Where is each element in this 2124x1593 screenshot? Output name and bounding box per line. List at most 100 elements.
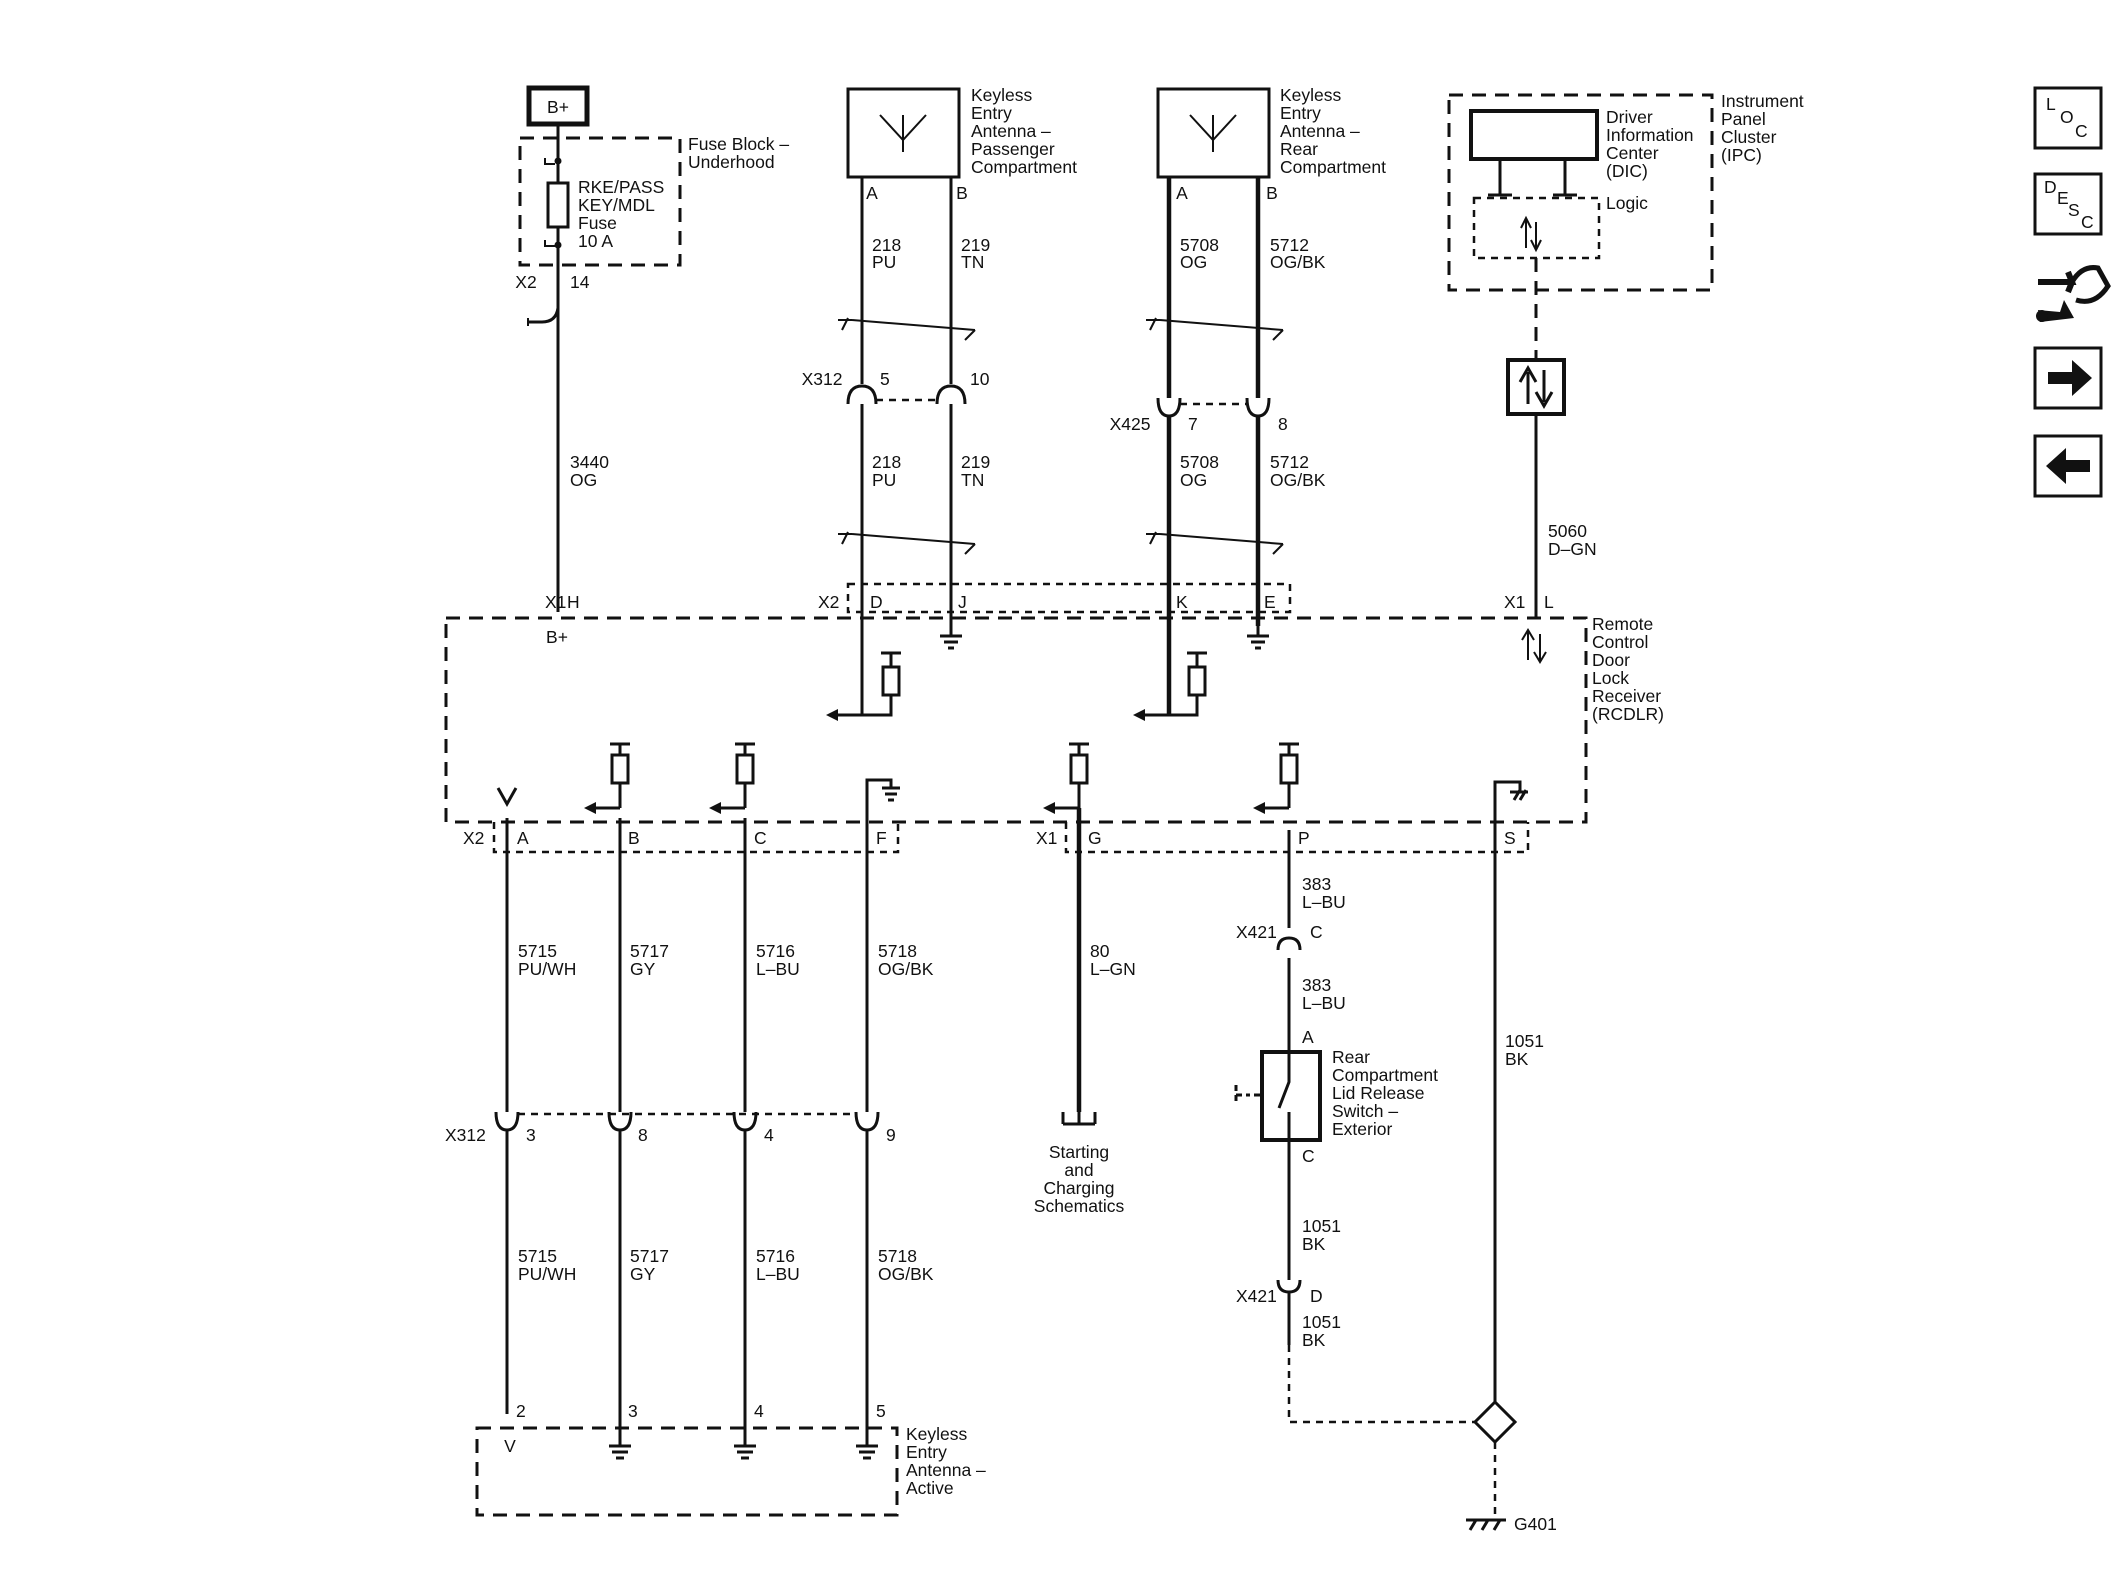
nav-loc-button[interactable]: L O C xyxy=(2033,86,2103,150)
b-plus-supply: B+ xyxy=(526,85,590,140)
svg-text:OG/BK: OG/BK xyxy=(878,1264,934,1284)
svg-text:Entry: Entry xyxy=(971,103,1012,123)
svg-text:1051: 1051 xyxy=(1302,1216,1341,1236)
svg-text:Compartment: Compartment xyxy=(1280,157,1386,177)
svg-text:and: and xyxy=(1064,1160,1093,1180)
svg-text:5716: 5716 xyxy=(756,941,795,961)
previous-page-button[interactable] xyxy=(2033,434,2103,498)
svg-text:PU/WH: PU/WH xyxy=(518,1264,576,1284)
svg-text:Receiver: Receiver xyxy=(1592,686,1661,706)
svg-text:(RCDLR): (RCDLR) xyxy=(1592,704,1664,724)
connector-tool-icon[interactable] xyxy=(2036,265,2111,322)
svg-text:10: 10 xyxy=(970,369,990,389)
svg-text:L: L xyxy=(1544,592,1554,612)
antenna-active: 2 3 4 5 V Keyless Entry Antenna – Active xyxy=(475,1401,986,1517)
instrument-panel-cluster: Instrument Panel Cluster (IPC) Driver In… xyxy=(1447,91,1804,618)
lower-wires-antenna-active: 5715 PU/WH 5717 GY 5716 L–BU 5718 OG/BK … xyxy=(445,818,934,1414)
fuse-block-label-2: Underhood xyxy=(688,152,775,172)
svg-text:Schematics: Schematics xyxy=(1034,1196,1125,1216)
svg-text:PU: PU xyxy=(872,470,896,490)
wire-3440-num: 3440 xyxy=(570,452,609,472)
svg-text:X421: X421 xyxy=(1236,922,1277,942)
svg-text:PU: PU xyxy=(872,252,896,272)
svg-text:B: B xyxy=(956,183,968,203)
svg-text:H: H xyxy=(567,592,580,612)
svg-text:219: 219 xyxy=(961,452,990,472)
svg-text:Exterior: Exterior xyxy=(1332,1119,1392,1139)
fuse-label-4: 10 A xyxy=(578,231,613,251)
svg-text:X425: X425 xyxy=(1110,414,1151,434)
svg-text:B: B xyxy=(1266,183,1278,203)
svg-text:Center: Center xyxy=(1606,143,1659,163)
svg-text:Charging: Charging xyxy=(1043,1178,1114,1198)
svg-text:OG: OG xyxy=(1180,470,1207,490)
svg-text:Switch –: Switch – xyxy=(1332,1101,1398,1121)
svg-text:C: C xyxy=(1310,922,1323,942)
svg-text:5718: 5718 xyxy=(878,941,917,961)
svg-text:Remote: Remote xyxy=(1592,614,1653,634)
svg-text:3: 3 xyxy=(526,1125,536,1145)
svg-text:Cluster: Cluster xyxy=(1721,127,1777,147)
svg-text:Rear: Rear xyxy=(1332,1047,1370,1067)
svg-text:Instrument: Instrument xyxy=(1721,91,1804,111)
svg-text:4: 4 xyxy=(754,1401,764,1421)
svg-text:2: 2 xyxy=(516,1401,526,1421)
antenna-rear-label-1: Keyless xyxy=(1280,85,1342,105)
svg-text:218: 218 xyxy=(872,452,901,472)
svg-text:1051: 1051 xyxy=(1302,1312,1341,1332)
svg-text:L–BU: L–BU xyxy=(1302,892,1346,912)
svg-text:BK: BK xyxy=(1302,1330,1326,1350)
svg-text:A: A xyxy=(866,183,878,203)
b-plus-label: B+ xyxy=(547,97,569,117)
svg-text:TN: TN xyxy=(961,470,984,490)
svg-text:X2: X2 xyxy=(463,828,484,848)
svg-text:5716: 5716 xyxy=(756,1246,795,1266)
svg-text:3: 3 xyxy=(628,1401,638,1421)
svg-text:1051: 1051 xyxy=(1505,1031,1544,1051)
connector-x2-14: X2 14 3440 OG xyxy=(515,265,609,612)
rear-compartment-switch-circuit: 383 L–BU X421 C 383 L–BU A Rear Compartm… xyxy=(1234,830,1476,1424)
svg-text:J: J xyxy=(958,592,967,612)
svg-text:C: C xyxy=(1302,1146,1315,1166)
svg-text:Passenger: Passenger xyxy=(971,139,1055,159)
svg-text:Lock: Lock xyxy=(1592,668,1629,688)
svg-text:Rear: Rear xyxy=(1280,139,1318,159)
svg-text:Driver: Driver xyxy=(1606,107,1653,127)
svg-text:OG/BK: OG/BK xyxy=(1270,470,1326,490)
svg-text:X2: X2 xyxy=(818,592,839,612)
svg-text:383: 383 xyxy=(1302,975,1331,995)
svg-text:D: D xyxy=(870,592,883,612)
antenna-rear: Keyless Entry Antenna – Rear Compartment… xyxy=(1146,85,1386,398)
svg-text:X1: X1 xyxy=(545,592,566,612)
svg-text:S: S xyxy=(1504,828,1516,848)
svg-text:Antenna –: Antenna – xyxy=(971,121,1051,141)
svg-text:Logic: Logic xyxy=(1606,193,1648,213)
svg-text:Active: Active xyxy=(906,1478,954,1498)
svg-text:Compartment: Compartment xyxy=(1332,1065,1438,1085)
svg-text:Antenna –: Antenna – xyxy=(906,1460,986,1480)
svg-text:D: D xyxy=(1310,1286,1323,1306)
fuse-label-2: KEY/MDL xyxy=(578,195,655,215)
svg-text:S: S xyxy=(2068,200,2080,220)
rcdlr-module: Remote Control Door Lock Receiver (RCDLR… xyxy=(444,582,1664,830)
antenna-passenger-label-1: Keyless xyxy=(971,85,1033,105)
svg-text:OG/BK: OG/BK xyxy=(1270,252,1326,272)
fuse-block-underhood: Fuse Block – Underhood RKE/PASS KEY/MDL … xyxy=(518,134,789,267)
nav-desc-button[interactable]: D E S C xyxy=(2033,172,2103,236)
svg-text:C: C xyxy=(2081,212,2094,232)
svg-text:P: P xyxy=(1298,828,1310,848)
svg-text:TN: TN xyxy=(961,252,984,272)
svg-text:G401: G401 xyxy=(1514,1514,1557,1534)
svg-text:X1: X1 xyxy=(1504,592,1525,612)
svg-text:(IPC): (IPC) xyxy=(1721,145,1762,165)
svg-text:(DIC): (DIC) xyxy=(1606,161,1648,181)
svg-text:BK: BK xyxy=(1302,1234,1326,1254)
svg-text:L–BU: L–BU xyxy=(1302,993,1346,1013)
svg-text:5712: 5712 xyxy=(1270,235,1309,255)
svg-text:E: E xyxy=(2057,188,2069,208)
antenna-passenger: Keyless Entry Antenna – Passenger Compar… xyxy=(838,85,1077,384)
next-page-button[interactable] xyxy=(2033,346,2103,410)
svg-text:L–BU: L–BU xyxy=(756,1264,800,1284)
svg-text:Starting: Starting xyxy=(1049,1142,1109,1162)
